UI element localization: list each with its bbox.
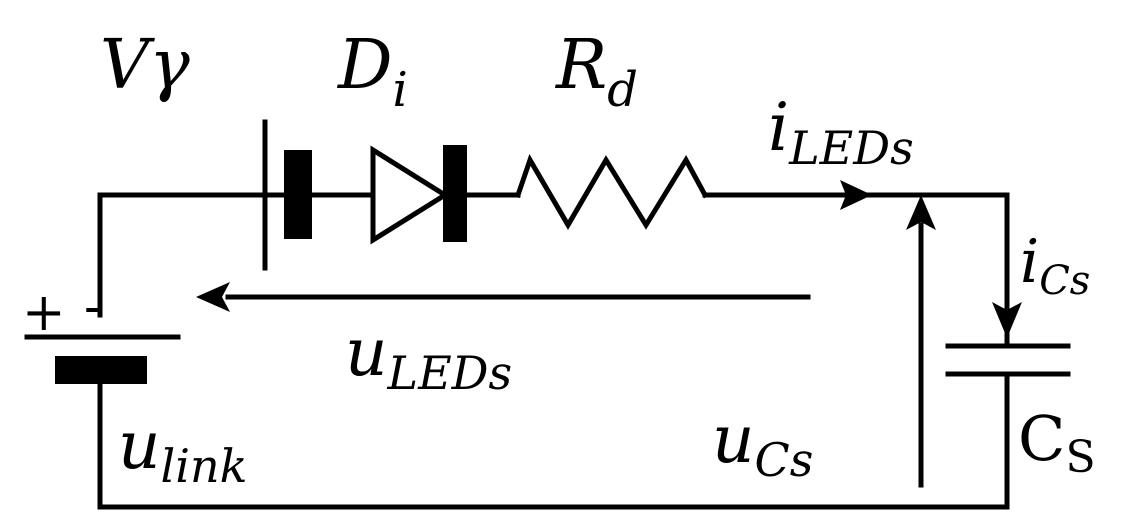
- wire-loop-bottom: [97, 372, 1010, 510]
- arrow-iCs: [992, 302, 1022, 338]
- label-resistor-main: R: [554, 26, 607, 105]
- arrow-iLEDs: [840, 180, 872, 210]
- wire-right-top: [702, 192, 1010, 348]
- capacitor-gap: [1003, 349, 1011, 371]
- label-vgamma: Vγ: [100, 26, 190, 105]
- label-iLEDs-sub: LEDs: [788, 121, 914, 175]
- wire-left-top: [97, 192, 268, 318]
- label-uLEDs: uLEDs: [345, 314, 512, 400]
- label-iCs-main: i: [1020, 227, 1039, 297]
- label-ulink-main: u: [118, 407, 161, 484]
- arrow-uCs-head: [906, 195, 936, 230]
- label-diode: Di: [336, 26, 408, 118]
- resistor-zigzag: [514, 154, 709, 230]
- label-capacitor: CS: [1018, 402, 1096, 483]
- label-uCs-sub: Cs: [755, 433, 814, 487]
- label-uLEDs-sub: LEDs: [387, 346, 513, 400]
- label-ulink-sub: link: [161, 439, 248, 493]
- vgamma-plate-short: [284, 150, 312, 239]
- label-iLEDs: iLEDs: [768, 89, 914, 175]
- label-capacitor-sub: S: [1065, 432, 1095, 483]
- label-uCs: uCs: [712, 401, 813, 487]
- label-iCs: iCs: [1020, 227, 1090, 304]
- link-source-plate-short: [55, 356, 147, 384]
- label-iCs-sub: Cs: [1039, 258, 1090, 304]
- label-resistor: Rd: [554, 26, 638, 118]
- label-ulink: ulink: [118, 407, 247, 493]
- label-capacitor-main: C: [1018, 402, 1065, 475]
- arrow-uLEDs-head: [196, 282, 230, 312]
- label-diode-sub: i: [393, 62, 408, 118]
- polarity-minus: -: [84, 277, 102, 337]
- label-iLEDs-main: i: [768, 89, 789, 166]
- label-resistor-sub: d: [607, 62, 638, 118]
- label-uCs-main: u: [712, 401, 755, 478]
- label-diode-main: D: [336, 26, 393, 105]
- diode-triangle: [370, 145, 450, 245]
- label-uLEDs-main: u: [345, 314, 388, 391]
- polarity-plus: +: [22, 283, 66, 343]
